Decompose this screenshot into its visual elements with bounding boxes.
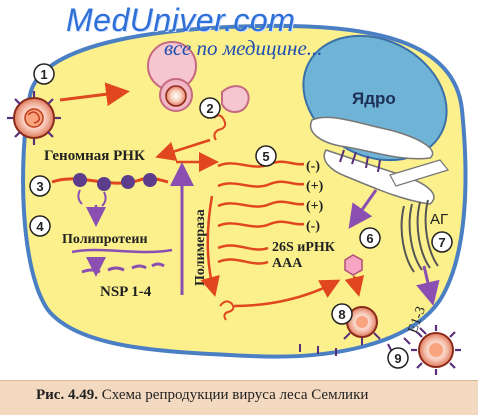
step-6: 6	[366, 231, 373, 246]
free-genome	[219, 300, 235, 321]
watermark-tagline: все по медицине...	[164, 36, 323, 60]
uncoating-vesicle	[213, 85, 250, 141]
rna-strands	[217, 160, 305, 265]
er-glycoproteins	[339, 149, 381, 173]
step-4: 4	[36, 219, 44, 234]
strand-sign: (-)	[306, 219, 320, 234]
nsp-fragments	[81, 262, 165, 274]
capsid	[344, 254, 363, 276]
rna-to-capsid-arrow	[233, 279, 341, 308]
strand-sign: (+)	[306, 179, 324, 194]
figure-caption-text: Схема репродукции вируса леса Семлики	[101, 387, 369, 403]
polyprotein-label: Полипротеин	[62, 232, 148, 247]
strand-sign: (+)	[306, 199, 324, 214]
step-7: 7	[438, 235, 445, 250]
watermark-site: MedUniver.com	[66, 2, 296, 38]
strand-sign: (-)	[306, 159, 320, 174]
entry-arrow	[59, 82, 130, 107]
golgi-label: АГ	[430, 211, 448, 228]
nsp-label: NSP 1-4	[100, 284, 152, 300]
figure-caption: Рис. 4.49. Схема репродукции вируса леса…	[36, 387, 368, 404]
membrane-spikes	[299, 327, 427, 356]
step-5: 5	[262, 149, 269, 164]
step-2: 2	[206, 101, 213, 116]
mrna-label: 26S иРНК	[272, 240, 336, 255]
golgi-export-arrow	[416, 265, 440, 306]
figure-number: Рис. 4.49.	[36, 387, 98, 403]
golgi-apparatus	[400, 199, 439, 273]
budding-virus	[343, 306, 381, 345]
step-1: 1	[40, 67, 47, 82]
step-8: 8	[338, 307, 345, 322]
genomic-rna-label: Геномная РНК	[44, 148, 145, 164]
glycoprotein-transport-arrow	[348, 189, 378, 229]
step-markers: 1 2 3 4 5 6 7 8 9	[29, 63, 453, 369]
step-3: 3	[36, 179, 43, 194]
polymerase-label: Полимераза	[193, 209, 208, 286]
virus-particle-entry	[7, 91, 61, 145]
polya-label: AAA	[272, 256, 303, 271]
caption-bar	[0, 380, 478, 415]
nucleus-label: Ядро	[352, 89, 396, 108]
uncoating-arrow	[155, 138, 211, 161]
translating-rna	[51, 173, 169, 207]
rna-export-arrow	[200, 195, 220, 297]
released-virus	[411, 325, 461, 375]
polyprotein-chain	[71, 248, 173, 254]
capsid-to-membrane-arrow	[344, 275, 365, 297]
endosome-vesicle	[147, 41, 197, 112]
step-9: 9	[394, 351, 401, 366]
